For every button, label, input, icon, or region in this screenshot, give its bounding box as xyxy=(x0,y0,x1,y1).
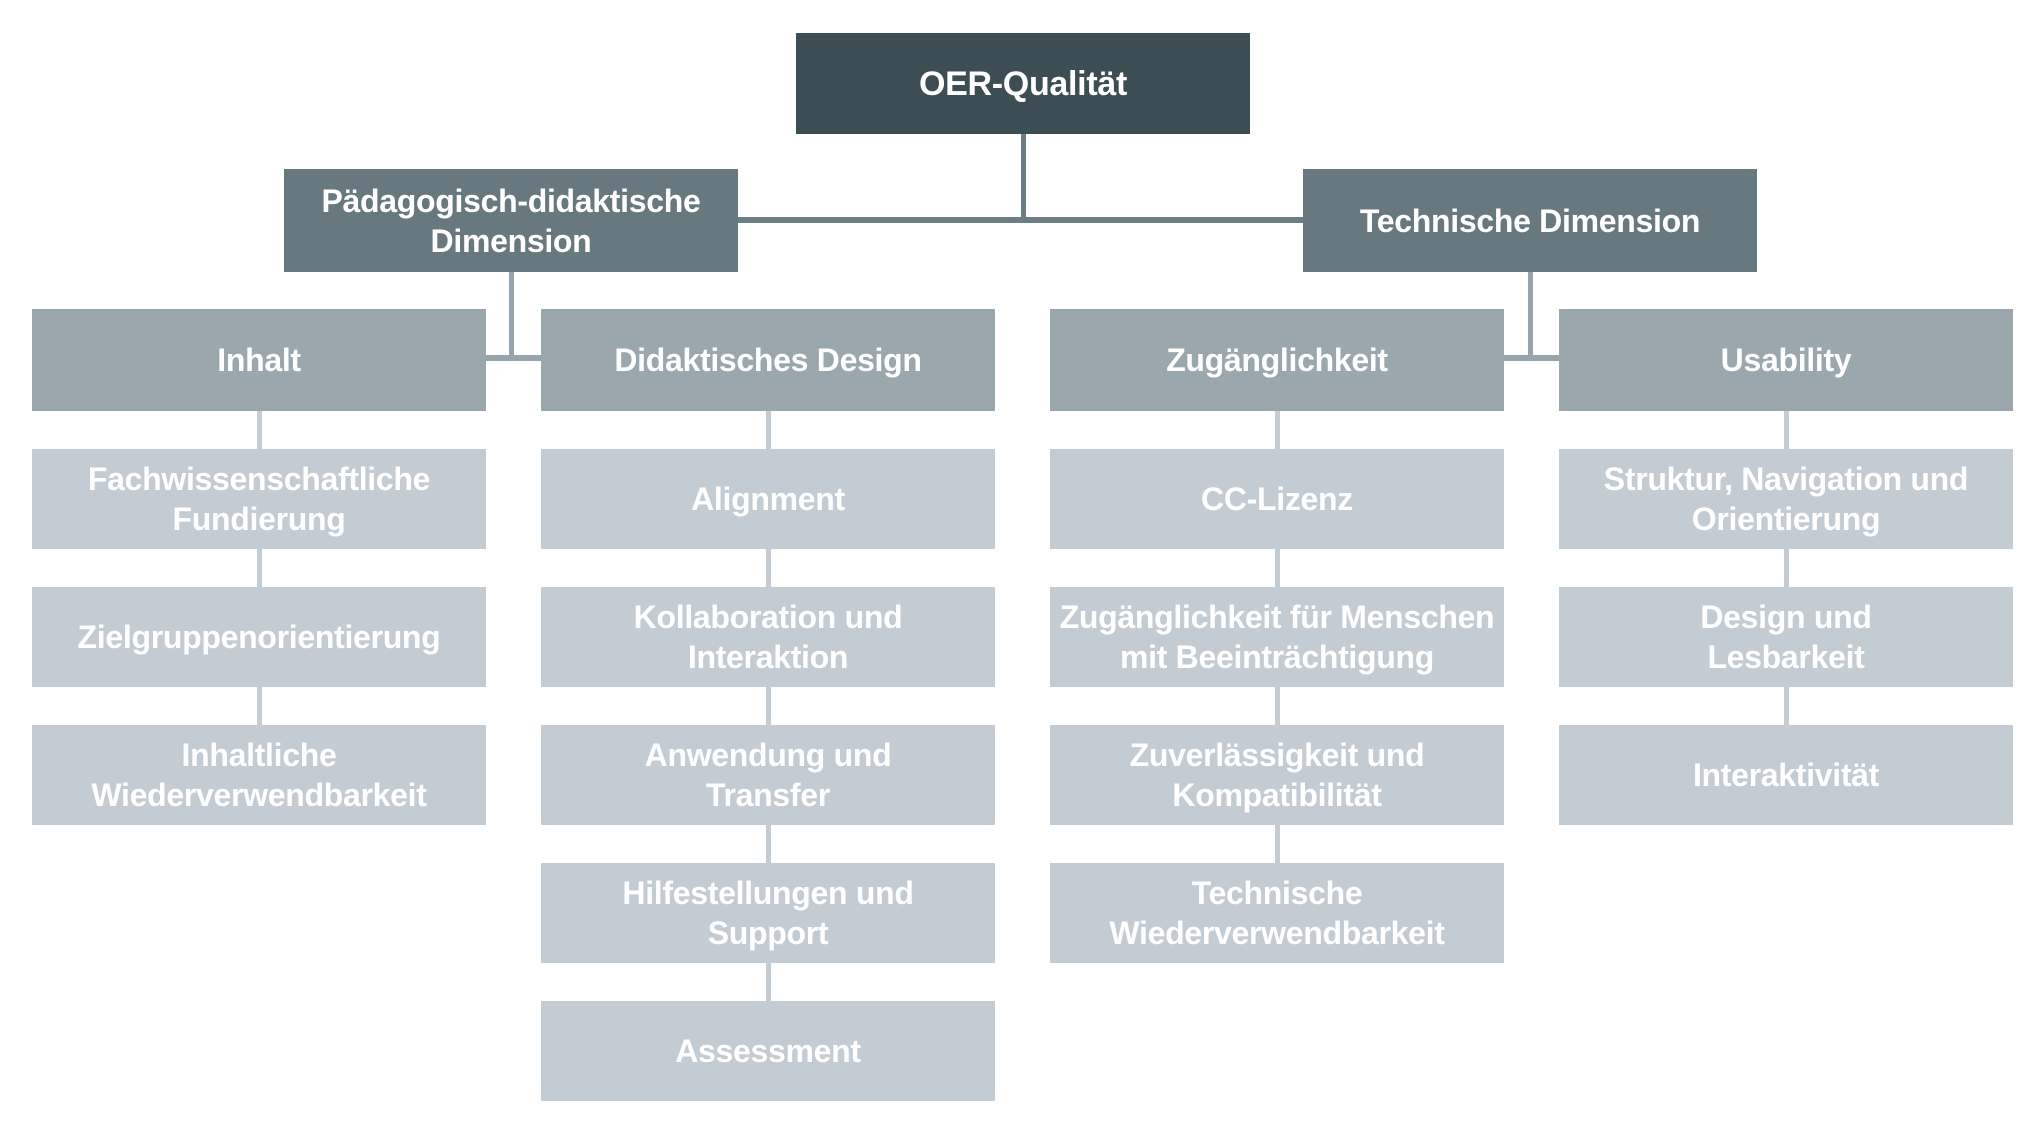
node-label: Inhalt xyxy=(217,342,301,378)
node-label: Assessment xyxy=(675,1033,861,1069)
node-alignment: Alignment xyxy=(541,449,995,549)
node-label: Interaktivität xyxy=(1692,757,1880,793)
node-label: CC-Lizenz xyxy=(1201,481,1353,517)
connector-inhalt-0 xyxy=(256,411,262,449)
node-label: Usability xyxy=(1720,342,1852,378)
connector-root-rail xyxy=(738,217,1303,223)
connector-didaktisches-design-0 xyxy=(765,411,771,449)
node-usability: Usability xyxy=(1559,309,2013,411)
node-label: Technische Dimension xyxy=(1359,202,1701,239)
connector-technische-dimension-elbow xyxy=(1504,355,1559,361)
node-cc-lizenz: CC-Lizenz xyxy=(1050,449,1504,549)
node-interaktivitaet: Interaktivität xyxy=(1559,725,2013,825)
connector-inhalt-2 xyxy=(256,687,262,725)
connector-didaktisches-design-4 xyxy=(765,963,771,1001)
connector-zugaenglichkeit-2 xyxy=(1274,687,1280,725)
node-zugaenglichkeit: Zugänglichkeit xyxy=(1050,309,1504,411)
connector-inhalt-1 xyxy=(256,549,262,587)
connector-paedagogisch-didaktische-dimension-drop xyxy=(508,272,514,361)
node-zielgruppenorientierung: Zielgruppenorientierung xyxy=(32,587,486,687)
connector-zugaenglichkeit-1 xyxy=(1274,549,1280,587)
node-label: Didaktisches Design xyxy=(614,342,922,378)
connector-paedagogisch-didaktische-dimension-elbow xyxy=(486,355,541,361)
connector-technische-dimension-drop xyxy=(1527,272,1533,361)
connector-didaktisches-design-1 xyxy=(765,549,771,587)
connector-zugaenglichkeit-0 xyxy=(1274,411,1280,449)
node-inhalt: Inhalt xyxy=(32,309,486,411)
node-assessment: Assessment xyxy=(541,1001,995,1101)
connector-usability-2 xyxy=(1783,687,1789,725)
connector-usability-0 xyxy=(1783,411,1789,449)
node-technische-dimension: Technische Dimension xyxy=(1303,169,1757,272)
connector-usability-1 xyxy=(1783,549,1789,587)
connector-didaktisches-design-2 xyxy=(765,687,771,725)
node-oer-qualitaet: OER-Qualität xyxy=(796,33,1250,134)
node-didaktisches-design: Didaktisches Design xyxy=(541,309,995,411)
node-label: Alignment xyxy=(691,481,845,517)
connector-root-drop xyxy=(1020,134,1026,223)
node-label: Zugänglichkeit xyxy=(1166,342,1388,378)
connector-zugaenglichkeit-3 xyxy=(1274,825,1280,863)
connector-didaktisches-design-3 xyxy=(765,825,771,863)
node-label: Zielgruppenorientierung xyxy=(77,619,441,655)
node-label: OER-Qualität xyxy=(919,64,1127,103)
